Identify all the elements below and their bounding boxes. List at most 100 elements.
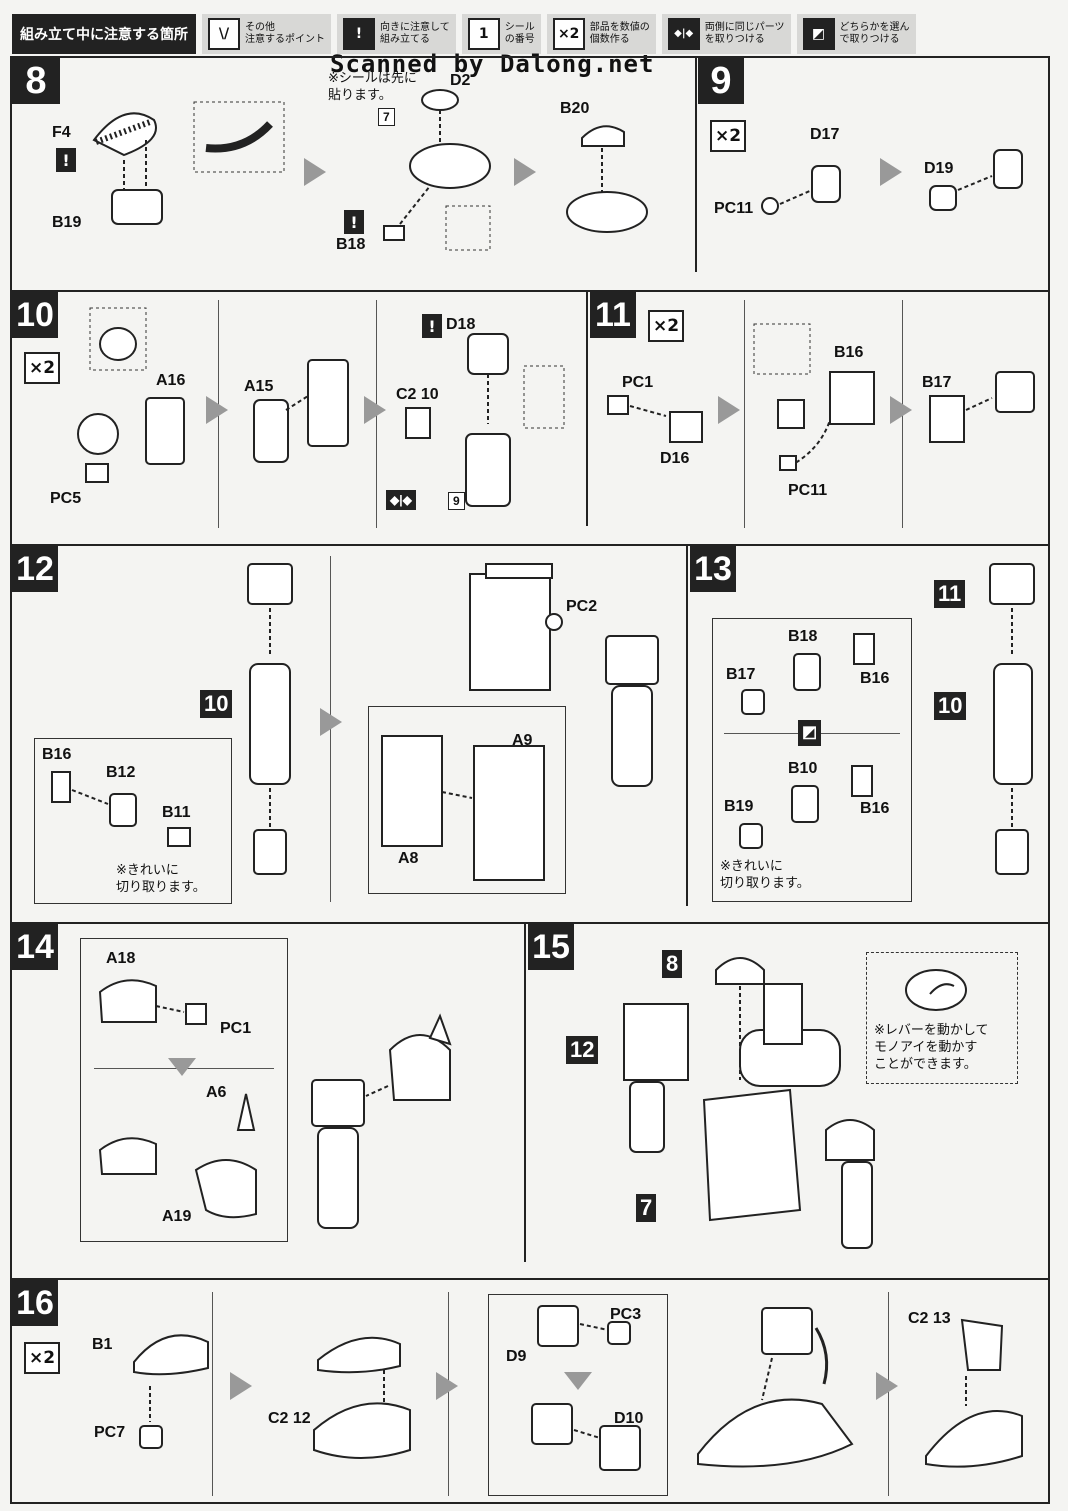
spike-base-illustration — [98, 979, 207, 1025]
finished-foot-illustration — [925, 1318, 1023, 1468]
col-divider — [686, 544, 688, 906]
legend-text: 向きに注意して 組み立てる — [380, 22, 450, 45]
sticker-icon: 1 — [467, 18, 500, 50]
next-step-arrow — [320, 708, 342, 736]
mirror-icon: ◆|◆ — [667, 18, 700, 50]
step-number: 14 — [12, 924, 58, 970]
next-step-arrow — [876, 1372, 898, 1400]
legend-bar: 組み立て中に注意する箇所 \/ その他 注意するポイント ! 向きに注意して 組… — [12, 14, 962, 54]
step-number: 10 — [12, 292, 58, 338]
legend-text: 部品を数値の 個数作る — [589, 22, 650, 45]
step-number: 15 — [528, 924, 574, 970]
step-number: 12 — [12, 546, 58, 592]
next-step-arrow — [880, 158, 902, 186]
part-label: D17 — [810, 126, 840, 143]
step-reference: 10 — [934, 692, 967, 720]
head-unit-illustration — [566, 125, 648, 233]
part-label: PC3 — [610, 1306, 642, 1323]
legend-title: 組み立て中に注意する箇所 — [12, 14, 196, 54]
legend-text: どちらかを選ん で取りつける — [839, 22, 910, 45]
torso-assembly-illustration — [623, 957, 875, 1249]
foot-complete-illustration — [929, 371, 1035, 443]
lever-note: ※レバーを動かして モノアイを動かす ことができます。 — [874, 1023, 989, 1072]
next-step-arrow — [436, 1372, 458, 1400]
detail-box — [866, 952, 1018, 1084]
monoeye-assembly-illustration — [383, 89, 491, 251]
foot-joint-illustration — [607, 395, 703, 443]
sequence-arrow — [564, 1372, 592, 1390]
multiply-icon: ×2 — [648, 310, 684, 342]
col-divider — [524, 922, 526, 1262]
legend-item-orientation: ! 向きに注意して 組み立てる — [337, 14, 456, 54]
part-label: D9 — [506, 1348, 527, 1365]
part-label: B16 — [834, 344, 864, 361]
part-label: B18 — [788, 628, 818, 645]
part-label: D19 — [924, 160, 954, 177]
detail-box — [80, 938, 288, 1242]
part-label: B12 — [106, 764, 136, 781]
part-label: D18 — [446, 316, 476, 333]
hand-variant-a-illustration — [741, 633, 875, 715]
part-label: B17 — [726, 666, 756, 683]
part-label: D16 — [660, 450, 690, 467]
part-label: B16 — [860, 670, 890, 687]
leg-joint-illustration — [77, 307, 185, 483]
choice-icon: ◩ — [802, 18, 835, 50]
part-label: A18 — [106, 950, 136, 967]
next-step-arrow — [514, 158, 536, 186]
arm-with-shoulder-illustration — [311, 1013, 452, 1229]
legend-text: 両側に同じパーツ を取りつける — [704, 22, 785, 45]
foot-sole-illustration — [313, 1336, 411, 1459]
ankle-parts-illustration — [531, 1305, 641, 1471]
step-number: 11 — [590, 292, 636, 338]
detail-box — [488, 1294, 668, 1496]
part-label: B19 — [724, 798, 754, 815]
part-label: A15 — [244, 378, 274, 395]
next-step-arrow — [230, 1372, 252, 1400]
legend-item-choice: ◩ どちらかを選ん で取りつける — [796, 14, 916, 54]
sticker-number: 9 — [448, 492, 465, 510]
row-divider — [10, 1278, 1048, 1280]
shield-parts-illustration — [381, 735, 545, 881]
choice-icon: ◩ — [798, 720, 822, 746]
next-step-arrow — [206, 396, 228, 424]
multiply-icon: ×2 — [710, 120, 746, 152]
part-label: B16 — [42, 746, 72, 763]
step-reference: 10 — [200, 690, 233, 718]
page-frame — [10, 56, 1050, 1504]
next-step-arrow — [364, 396, 386, 424]
part-label: B19 — [52, 214, 82, 231]
part-label: B20 — [560, 100, 590, 117]
part-label: B16 — [860, 800, 890, 817]
next-step-arrow — [304, 158, 326, 186]
part-label: A6 — [206, 1084, 227, 1101]
shield-arm-illustration — [469, 563, 659, 787]
foot-assembly-illustration — [753, 323, 875, 471]
notch-icon: \/ — [208, 18, 240, 50]
step-reference: 7 — [636, 1194, 657, 1222]
step-number: 9 — [698, 58, 744, 104]
legend-item-other: \/ その他 注意するポイント — [202, 14, 331, 54]
part-label: D10 — [614, 1410, 644, 1427]
leg-stack-illustration — [247, 563, 293, 875]
cut-note: ※きれいに 切り取ります。 — [116, 863, 206, 895]
step-reference: 8 — [662, 950, 683, 978]
step-number: 16 — [12, 1280, 58, 1326]
hand-variant-b-illustration — [739, 765, 873, 849]
lever-detail-illustration — [905, 969, 967, 1011]
hand-parts-illustration — [51, 771, 191, 847]
sub-divider — [212, 1292, 213, 1496]
next-step-arrow — [718, 396, 740, 424]
step-number: 8 — [12, 58, 60, 104]
sticker-note: ※シールは先に 貼ります。 — [328, 71, 417, 103]
part-label: B18 — [336, 236, 366, 253]
multiply-icon: ×2 — [24, 352, 60, 384]
legend-text: その他 注意するポイント — [245, 22, 325, 45]
detail-box — [34, 738, 232, 904]
step-reference: 11 — [934, 580, 966, 608]
part-label: PC7 — [94, 1424, 126, 1441]
step-number: 13 — [690, 546, 736, 592]
exclamation-icon: ! — [344, 210, 364, 234]
part-label: F4 — [52, 124, 71, 141]
hose-parts-illustration — [92, 101, 285, 225]
